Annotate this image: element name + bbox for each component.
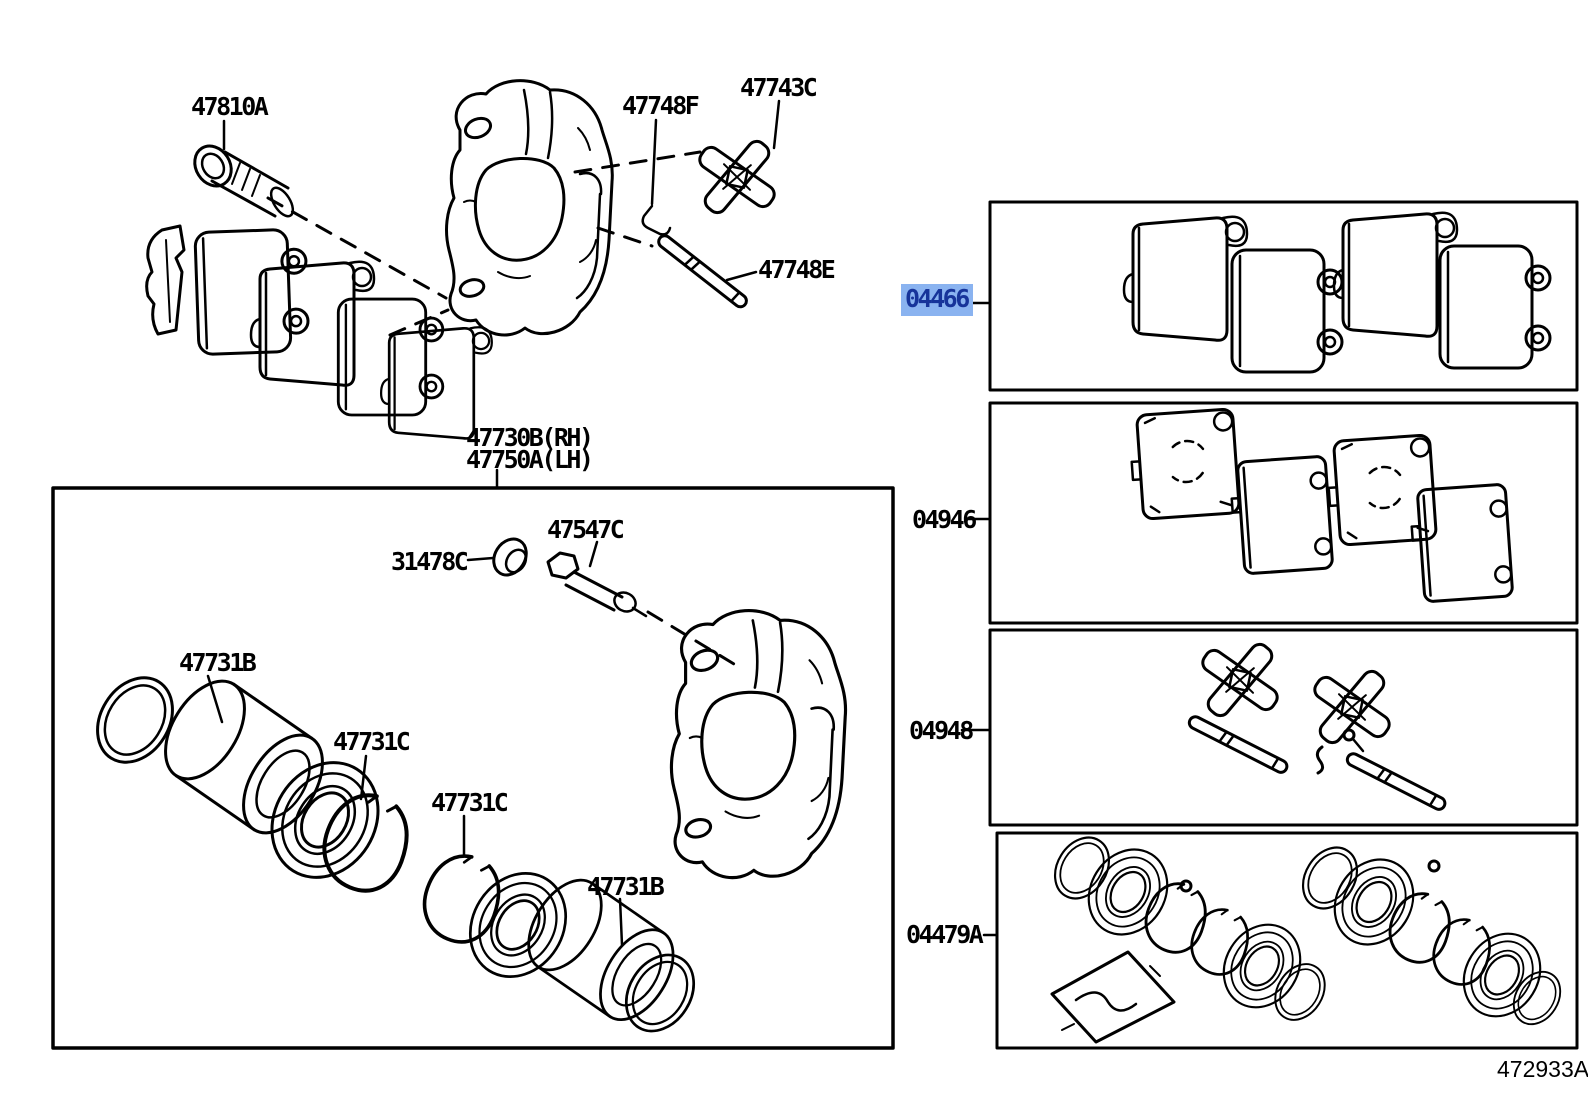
caliper-drawing-lower	[669, 608, 848, 880]
part-label-47731C-1[interactable]: 47731C	[333, 727, 411, 756]
anti-squeal-shim-drawing	[1407, 482, 1515, 604]
grease-packet-drawing	[1050, 950, 1176, 1044]
cylinder-boot-drawing	[249, 741, 401, 899]
fitting-pin-drawing	[1343, 750, 1449, 813]
kit-brake-pad-drawing	[1438, 244, 1552, 370]
seal-kit-snap-ring-drawing	[1422, 910, 1502, 994]
seal-kit-boot-drawing	[1447, 918, 1557, 1032]
seal-kit-ring-drawing	[1503, 962, 1571, 1034]
kit-box-04948	[988, 628, 1579, 827]
kit-box-04479A	[995, 831, 1579, 1050]
part-label-31478C[interactable]: 31478C	[391, 547, 469, 576]
part-label-47748F[interactable]: 47748F	[622, 91, 700, 120]
part-label-04479A[interactable]: 04479A	[906, 920, 984, 949]
figure-code: 472933A	[1497, 1056, 1588, 1082]
piston-drawing	[147, 665, 341, 849]
part-label-04948[interactable]: 04948	[909, 716, 974, 745]
cylinder-boot-drawing	[449, 854, 587, 996]
fitting-small-parts-drawing	[1315, 728, 1365, 775]
kit-box-04946	[988, 401, 1579, 625]
fitting-spring-clip-drawing	[1197, 639, 1283, 721]
brake-pad-drawing	[379, 325, 494, 440]
bleeder-screw-drawing	[546, 551, 648, 618]
part-label-47731B-2[interactable]: 47731B	[587, 872, 665, 901]
wear-indicator-plate-drawing	[145, 224, 186, 336]
anti-rattle-spring-drawing	[694, 136, 780, 218]
seal-kit-boot-drawing	[1317, 843, 1431, 961]
part-label-04946[interactable]: 04946	[912, 505, 977, 534]
main-assembly-box	[51, 486, 895, 1050]
part-label-47731C-2[interactable]: 47731C	[431, 788, 509, 817]
part-label-47748E[interactable]: 47748E	[758, 255, 836, 284]
part-label-47731B-1[interactable]: 47731B	[179, 648, 257, 677]
seal-kit-small-part	[1427, 859, 1441, 873]
seal-kit-small-part	[1179, 879, 1193, 893]
part-label-47547C[interactable]: 47547C	[547, 515, 625, 544]
caliper-drawing-upper	[445, 79, 614, 337]
fitting-spring-clip-drawing	[1309, 666, 1395, 748]
piston-seal-ring-drawing	[80, 662, 190, 778]
dashed-lines	[266, 150, 736, 666]
pad-support-clip-drawing	[641, 204, 672, 236]
pad-guide-pin-drawing	[654, 231, 751, 311]
kit-box-04466	[988, 200, 1579, 392]
mount-bolt-drawing	[193, 144, 295, 218]
part-label-47810A[interactable]: 47810A	[191, 92, 269, 121]
brake-pad-drawing	[249, 260, 376, 387]
seal-kit-boot-drawing	[1071, 833, 1185, 951]
fitting-pin-drawing	[1185, 713, 1291, 776]
kit-brake-pad-drawing	[1230, 248, 1344, 374]
bleeder-plug-drawing	[492, 537, 528, 577]
anti-squeal-shim-drawing	[1227, 454, 1335, 576]
part-label-47730B-RH[interactable]: 47730B(RH)	[466, 423, 594, 452]
kit-brake-pad-drawing	[1122, 215, 1249, 342]
seal-kit-snap-ring-drawing	[1180, 900, 1260, 984]
part-label-47750A-LH[interactable]: 47750A(LH)	[466, 445, 594, 474]
part-label-47743C[interactable]: 47743C	[740, 73, 818, 102]
part-label-04466-selected[interactable]: 04466	[901, 284, 973, 316]
anti-squeal-shim-drawing	[1127, 407, 1242, 522]
